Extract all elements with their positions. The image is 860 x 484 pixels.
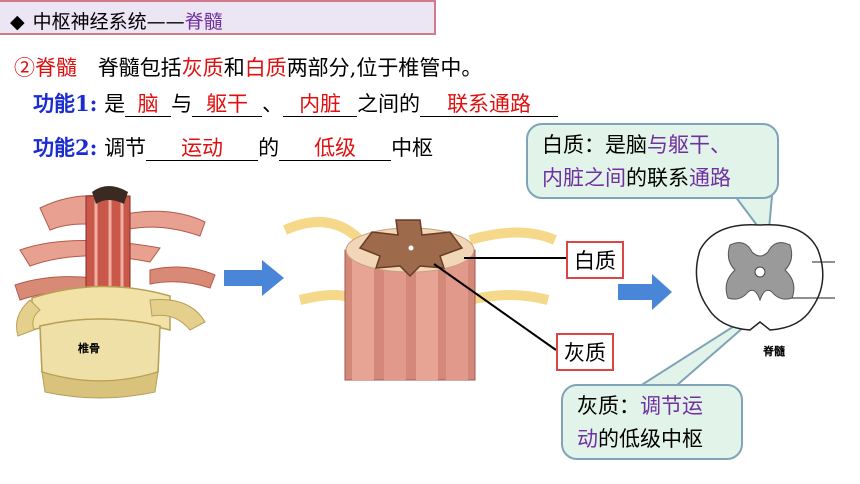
function2-of: 的 — [258, 136, 280, 160]
callout-gray-text-d: 的低级中枢 — [598, 427, 703, 451]
function1-blank4: 联系通路 — [420, 92, 559, 117]
label-spinal-cord: 脊髓 — [763, 345, 785, 358]
callout-gray-text-b: 调节运 — [640, 394, 703, 418]
intro-white: 白质 — [244, 56, 287, 80]
callout-gray-line2: 动的低级中枢 — [577, 423, 727, 456]
callout-gray-line1: 灰质：调节运 — [577, 390, 727, 423]
function1-label: 功能1: — [33, 91, 98, 116]
spinal-cord-schematic — [695, 223, 835, 331]
spinal-cord-section-illustration — [282, 217, 557, 381]
function2-label: 功能2: — [33, 135, 98, 160]
callout-gray-text-a: 灰质： — [577, 394, 640, 418]
gray-matter-pointer — [433, 263, 557, 351]
intro-text-b: 两部分,位于椎管中。 — [286, 56, 483, 80]
label-gray-matter: 灰质 — [556, 333, 614, 371]
callout-white-matter: 白质：是脑与躯干、 内脏之间的联系通路 — [526, 123, 779, 199]
page-title: ◆ 中枢神经系统——脊髓 — [10, 7, 223, 34]
intro-line: ②脊髓 脊髓包括灰质和白质两部分,位于椎管中。 — [14, 52, 482, 82]
function1-and: 与 — [171, 92, 193, 116]
function1-blank3: 内脏 — [283, 92, 358, 117]
intro-text-a: 脊髓包括 — [97, 56, 182, 80]
function2-center: 中枢 — [391, 136, 434, 160]
function2-blank1: 运动 — [146, 136, 259, 161]
function2-regulate: 调节 — [104, 136, 147, 160]
callout-white-text-e: 通路 — [689, 166, 731, 190]
intro-marker: ②脊髓 — [14, 56, 77, 80]
callout-white-text-b: 与躯干、 — [647, 133, 731, 157]
title-bar: ◆ 中枢神经系统——脊髓 — [0, 0, 436, 35]
callout-white-text-a: 白质：是脑 — [542, 133, 647, 157]
callout-white-line2: 内脏之间的联系通路 — [542, 162, 763, 195]
function1-sep: 、 — [262, 92, 284, 116]
function1-line: 功能1: 是脑与躯干、内脏之间的联系通路 — [33, 88, 559, 118]
diamond-icon: ◆ — [10, 11, 25, 33]
arrow-2-icon — [618, 274, 672, 310]
callout-white-text-d: 的联系 — [626, 166, 689, 190]
label-white-matter: 白质 — [566, 241, 624, 279]
vertebra-illustration — [14, 186, 216, 399]
function1-blank1: 脑 — [125, 92, 172, 117]
callout-white-line1: 白质：是脑与躯干、 — [542, 129, 763, 162]
function1-blank2: 躯干 — [192, 92, 263, 117]
function1-between: 之间的 — [357, 92, 421, 116]
intro-and: 和 — [223, 56, 245, 80]
callout-white-text-c: 内脏之间 — [542, 166, 626, 190]
intro-gray: 灰质 — [181, 56, 224, 80]
function2-line: 功能2: 调节运动的低级中枢 — [33, 132, 433, 162]
function1-is: 是 — [104, 92, 126, 116]
callout-gray-matter: 灰质：调节运 动的低级中枢 — [561, 384, 743, 460]
function2-blank2: 低级 — [279, 136, 392, 161]
title-highlight: 脊髓 — [184, 11, 223, 33]
arrow-1-icon — [224, 260, 284, 296]
callout-gray-text-c: 动 — [577, 427, 598, 451]
title-prefix: 中枢神经系统—— — [32, 11, 185, 33]
label-vertebra: 椎骨 — [78, 342, 100, 355]
